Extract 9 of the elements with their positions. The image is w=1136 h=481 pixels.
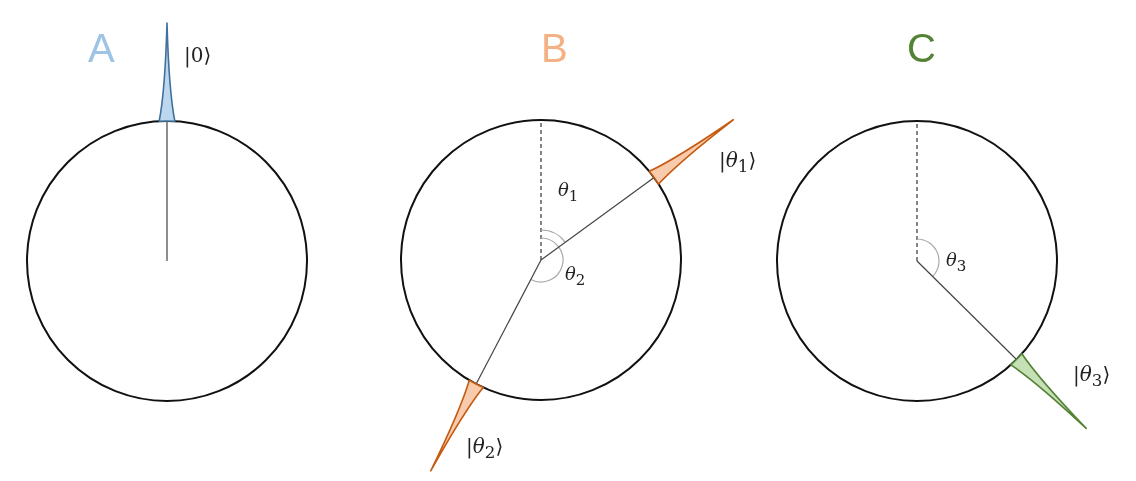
angle-label: θ$_{2}$ xyxy=(565,265,586,288)
panel-letter: A xyxy=(88,28,115,68)
panel-letter: B xyxy=(541,28,568,68)
state-label: |θ$_{2}$⟩ xyxy=(466,436,504,462)
angle-label: θ$_{3}$ xyxy=(946,251,967,274)
panel-letter: C xyxy=(907,28,936,68)
angle-label: θ$_{1}$ xyxy=(558,181,579,204)
state-label: |θ$_{1}$⟩ xyxy=(719,150,757,176)
state-label: |θ$_{3}$⟩ xyxy=(1073,364,1111,390)
